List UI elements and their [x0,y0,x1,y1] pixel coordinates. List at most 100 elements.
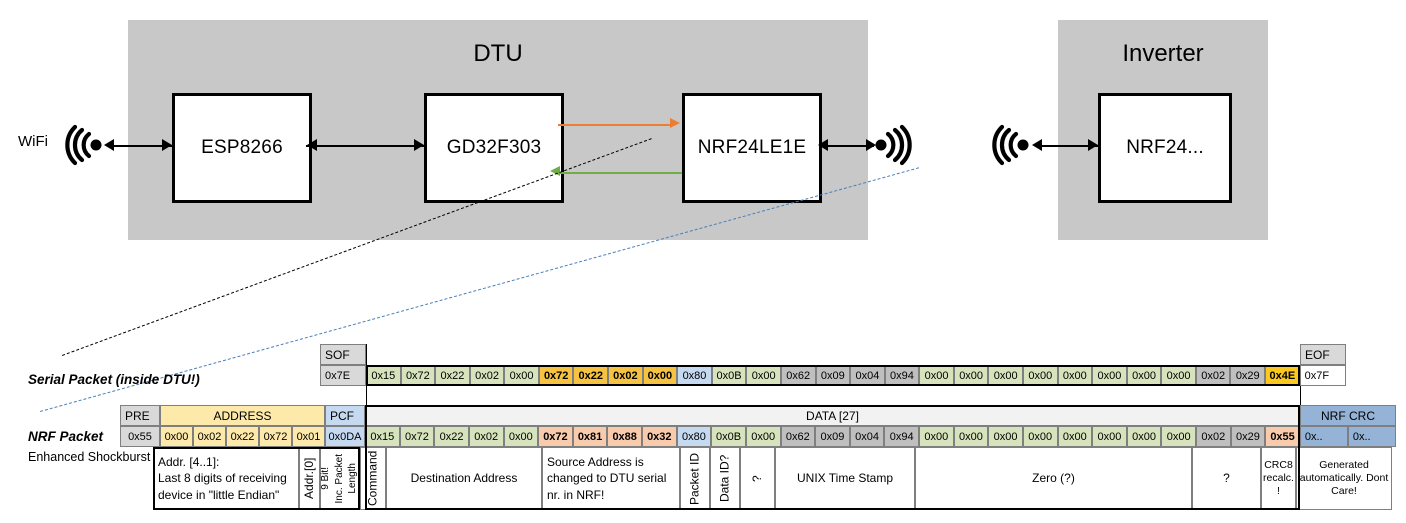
nrf-byte-25: 0x29 [1230,426,1266,447]
nrf-byte-1: 0x72 [399,426,435,447]
nrf-header-row: PRE ADDRESS PCF DATA [27] NRF CRC [120,405,1396,426]
serial-packet-label: Serial Packet (inside DTU!) [28,372,200,387]
inverter-title: Inverter [1122,40,1204,67]
arrow-wifi-esp [110,145,172,147]
nrf-byte-0: 0x15 [365,426,400,447]
annotation-command: Command [360,447,386,510]
nrf-crc-byte-0: 0x.. [1299,426,1348,447]
chip-nrf24-inverter: NRF24... [1098,93,1232,203]
nrf-byte-3: 0x02 [468,426,504,447]
serial-byte-22: 0x00 [1126,365,1162,386]
nrf-pre-header: PRE [120,405,160,426]
serial-byte-18: 0x00 [988,365,1023,386]
annotation-packet-id: Packet ID [680,447,710,510]
annotation-unix-timestamp: UNIX Time Stamp [775,447,915,510]
nrf-packet-label: NRF Packet [28,429,104,444]
serial-eof-header: EOF [1300,344,1346,365]
arrow-tx-orange [558,124,672,126]
nrf-pcf-header: PCF [325,405,365,426]
serial-byte-5: 0x72 [538,365,574,386]
dtu-title: DTU [473,40,523,67]
arrow-nrf-antenna-dtu [822,145,874,147]
nrf-crc-byte-1: 0x.. [1347,426,1396,447]
chip-gd32f303: GD32F303 [424,93,564,203]
arrow-rx-green [558,172,682,174]
arrowhead-right-nrf-inverter [1088,139,1098,151]
serial-byte-9: 0x80 [677,365,712,386]
annotation-address-note: Addr. [4..1]: Last 8 digits of receiving… [153,447,299,510]
inverter-enclosure: Inverter [1058,20,1268,240]
nrf-byte-13: 0x09 [815,426,850,447]
serial-byte-25: 0x29 [1230,365,1266,386]
arrow-esp-gd32 [306,145,424,147]
arrow-antenna-nrf-inverter [1038,145,1098,147]
nrf-byte-15: 0x94 [884,426,919,447]
serial-byte-24: 0x02 [1195,365,1231,386]
nrf-byte-16: 0x00 [919,426,954,447]
nrf-byte-20: 0x00 [1057,426,1093,447]
arrowhead-left-antenna-inverter [1032,139,1042,151]
nrf-address-byte-2: 0x22 [226,426,259,447]
arrowhead-right-esp [162,139,172,151]
annotation-zero: Zero (?) [915,447,1192,510]
nrf-address-header: ADDRESS [160,405,325,426]
serial-eof-value: 0x7F [1299,365,1346,386]
arrowhead-left-nrf [818,139,828,151]
annotation-crc8: CRC8 recalc. ! [1261,447,1296,510]
nrf-byte-2: 0x22 [434,426,469,447]
serial-byte-16: 0x00 [919,365,954,386]
nrf-byte-24: 0x02 [1196,426,1231,447]
serial-byte-11: 0x00 [746,365,781,386]
annotation-destination: Destination Address [386,447,542,510]
nrf-address-byte-1: 0x02 [193,426,226,447]
serial-byte-19: 0x00 [1022,365,1058,386]
serial-byte-14: 0x04 [850,365,885,386]
serial-byte-6: 0x22 [573,365,609,386]
serial-byte-15: 0x94 [884,365,920,386]
serial-byte-17: 0x00 [953,365,989,386]
serial-sof-header: SOF [320,344,366,365]
serial-byte-26: 0x4E [1265,365,1300,386]
serial-byte-21: 0x00 [1092,365,1127,386]
nrf-byte-22: 0x00 [1126,426,1162,447]
nrf-byte-17: 0x00 [953,426,989,447]
nrf-byte-8: 0x32 [642,426,677,447]
serial-byte-7: 0x02 [608,365,643,386]
nrf-byte-23: 0x00 [1161,426,1196,447]
annotation-pcf-line2: Inc. Packet [333,453,345,504]
annotation-addr0: Addr.[0] [299,447,320,510]
nrf-byte-6: 0x81 [572,426,608,447]
nrf-byte-19: 0x00 [1022,426,1058,447]
serial-header-row: SOF [320,344,366,365]
chip-nrf24le1e: NRF24LE1E [682,93,822,203]
nrf-byte-12: 0x62 [780,426,816,447]
nrf-byte-21: 0x00 [1092,426,1127,447]
wifi-antenna-icon [63,122,109,168]
annotation-data-id: Data ID? [710,447,740,510]
serial-byte-1: 0x72 [400,365,436,386]
serial-byte-20: 0x00 [1057,365,1093,386]
chip-esp8266: ESP8266 [172,93,312,203]
annotation-pcf-line3: Length [347,463,359,494]
nrf-address-byte-4: 0x01 [292,426,325,447]
serial-byte-10: 0x0B [711,365,747,386]
serial-byte-13: 0x09 [815,365,851,386]
nrf-byte-7: 0x88 [607,426,642,447]
nrf-address-byte-3: 0x72 [259,426,292,447]
annotation-source-note: Source Address is changed to DTU serial … [542,447,680,510]
nrf-byte-4: 0x00 [503,426,539,447]
radio-antenna-inverter-icon [990,122,1036,168]
annotation-unknown-1: ? [740,447,775,510]
annotation-unknown-2: ? [1192,447,1261,510]
arrowhead-right-gd32 [414,139,424,151]
annotation-pcf-note: 9 Bit! Inc. Packet Length [320,447,360,510]
nrf-pre-value: 0x55 [120,426,160,447]
serial-byte-2: 0x22 [435,365,470,386]
nrf-byte-26: 0x55 [1265,426,1300,447]
arrowhead-tx-orange [670,118,680,128]
radio-antenna-dtu-icon [868,122,914,168]
serial-byte-0: 0x15 [366,365,401,386]
nrf-byte-9: 0x80 [676,426,712,447]
